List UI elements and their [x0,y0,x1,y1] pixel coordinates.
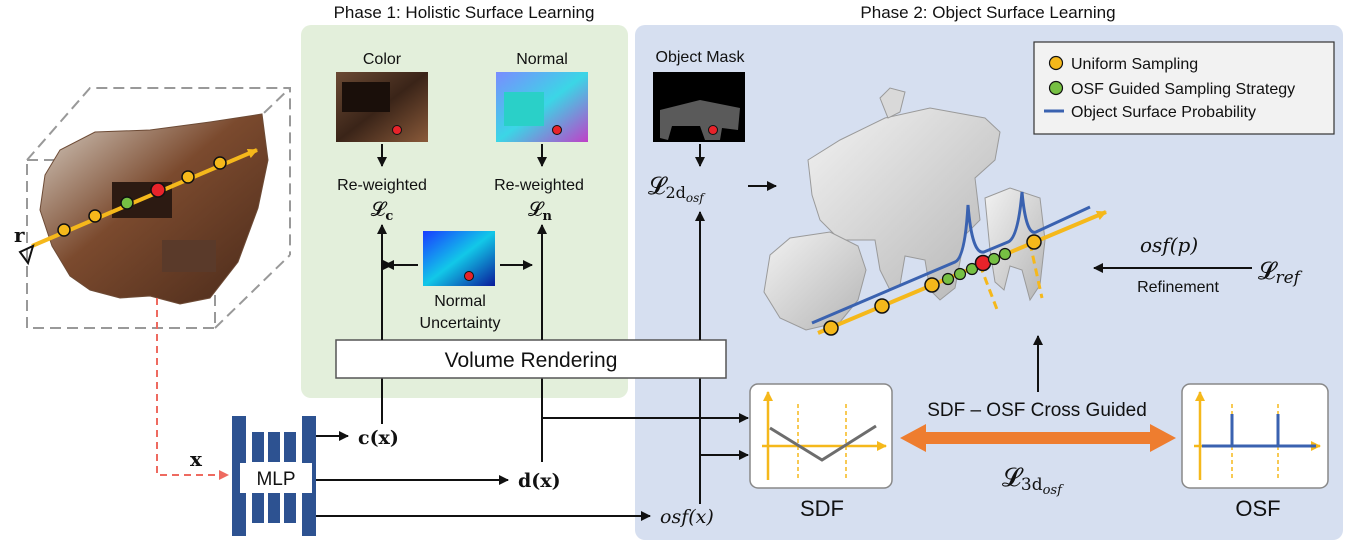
color-pixel-point [392,125,402,135]
normal-loss-prefix: Re-weighted [494,177,584,194]
osf-box [1181,383,1329,489]
ray-label: r [14,223,25,247]
mask-title: Object Mask [656,49,746,66]
ray-sample-point [88,209,102,223]
phase1-title: Phase 1: Holistic Surface Learning [334,3,595,22]
mask-pixel-point [708,125,718,135]
ray-sample-point [57,223,71,237]
osf-label: OSF [1235,496,1280,521]
legend-guided-label: OSF Guided Sampling Strategy [1071,81,1295,98]
volume-rendering-box [335,339,727,379]
sdf-box [749,383,893,489]
uncertainty-pixel-point [464,271,474,281]
normal-title: Normal [516,51,568,68]
uniform-sample-point [823,320,839,336]
legend-uniform-label: Uniform Sampling [1071,56,1198,73]
camera-icon [18,244,35,266]
color-title: Color [363,51,402,68]
uniform-sample-point [874,298,890,314]
osf-probability-curve [811,191,1091,325]
refinement-osf-p: osf(p) [1140,233,1198,257]
cross-loss-sub: 3d [1021,475,1043,495]
uniform-sample-point [924,277,940,293]
uncertainty-left-arrowhead [384,260,394,270]
cross-guided-arrow [900,424,1176,452]
ray-sample-point [213,156,227,170]
mask-loss-symbol: 𝓛 [648,172,668,200]
mesh-piano-body [807,107,1001,301]
uniform-sample-point [1026,234,1042,250]
ray-surface-point [150,182,166,198]
mlp-label-box [240,463,312,493]
sdf-label: SDF [800,496,844,521]
normal-loss: 𝓛n [528,197,553,224]
normal-image-shape [504,92,544,126]
guided-sample-point [987,252,1001,266]
refinement-loss: 𝓛ref [1258,257,1303,288]
mesh-chair [984,187,1046,302]
uncertainty-line1: Normal [434,293,486,310]
legend-uniform-marker [1048,55,1064,71]
color-loss-symbol: 𝓛 [371,197,388,221]
room-sofa-shape [162,240,216,272]
cross-loss: 𝓛3dosf [1002,463,1064,498]
mask-loss-subsub: osf [686,191,706,205]
mesh-piano-stand [879,87,906,119]
color-loss-prefix: Re-weighted [337,177,427,194]
normal-pixel-point [552,125,562,135]
color-loss: 𝓛c [371,197,394,224]
normal-loss-symbol: 𝓛 [528,197,545,221]
ray-sample-point [181,170,195,184]
output-osf-label: osf(x) [660,506,714,528]
uncertainty-line2: Uncertainty [420,315,501,332]
mask-loss-sub: 2d [665,183,685,202]
osf-dashed-guide [978,264,1000,313]
osf-dashed-guide [1028,242,1044,299]
osf-curve [1202,414,1316,448]
guided-sample-point [941,272,955,286]
guided-sample-point [953,267,967,281]
output-d-label: d(x) [518,470,561,492]
refinement-loss-sub: ref [1275,268,1302,288]
normal-loss-sub: n [543,209,553,224]
ray-sample-point [120,196,134,210]
refinement-label: Refinement [1137,279,1219,296]
cross-guided-label: SDF – OSF Cross Guided [927,400,1147,421]
mlp-label: MLP [256,469,295,490]
sdf-curve [769,424,877,462]
cross-loss-symbol: 𝓛 [1002,463,1024,493]
phase2-title: Phase 2: Object Surface Learning [860,3,1115,22]
output-c-label: c(x) [358,427,399,449]
uncertainty-image [423,231,495,286]
volume-rendering-label: Volume Rendering [445,349,618,372]
color-image-piano [342,82,390,112]
mask-object-shape [660,100,740,140]
color-loss-sub: c [385,209,393,224]
cross-loss-subsub: osf [1043,483,1064,498]
mesh-bench [763,231,867,331]
legend-osf-label: Object Surface Probability [1071,104,1256,121]
mask-loss: 𝓛2dosf [648,172,706,205]
refinement-loss-symbol: 𝓛 [1258,257,1278,285]
legend-guided-marker [1048,80,1064,96]
mlp-input-label: x [190,447,203,471]
guided-sample-point [998,247,1012,261]
legend-box [1033,41,1335,135]
